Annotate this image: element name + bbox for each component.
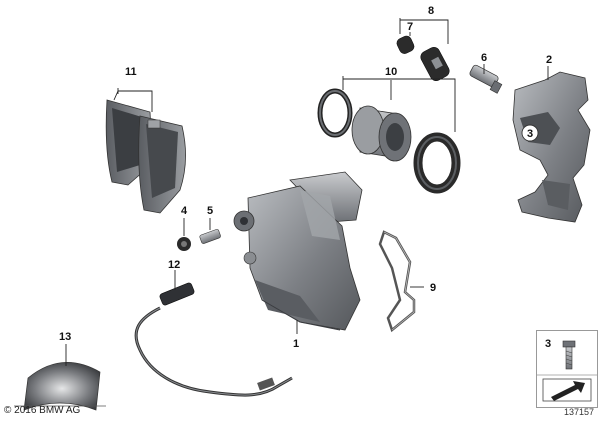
arrow-icon: [542, 378, 592, 402]
wear-sensor: [134, 282, 293, 397]
callout-4: 4: [181, 205, 188, 217]
callout-2: 2: [546, 54, 552, 66]
pad-retainer-spring: [378, 230, 416, 333]
callout-3-circled: 3: [527, 128, 533, 140]
callout-10: 10: [385, 66, 397, 78]
piston-seal-kit: [317, 88, 461, 194]
callout-6: 6: [481, 52, 487, 64]
diagram-id: 137157: [563, 407, 594, 417]
brake-caliper-housing: [233, 171, 363, 331]
grease-packet: [14, 362, 106, 411]
screw-icon: [562, 340, 576, 370]
leader-lines: [65, 18, 549, 366]
callout-1: 1: [293, 338, 299, 350]
protection-cap: [177, 237, 191, 251]
callout-8: 8: [428, 5, 434, 17]
copyright-text: © 2016 BMW AG: [4, 405, 81, 416]
callout-12: 12: [168, 259, 180, 271]
callout-numbers: 1 2 3 4 5 6 7 8 9 10 11 12 13: [59, 5, 552, 350]
bleeder-valve: [199, 229, 221, 244]
callout-11: 11: [125, 66, 137, 78]
guide-bolt: [469, 64, 503, 94]
legend-box: 3: [536, 330, 598, 408]
guide-bushing-set: [396, 35, 450, 82]
caliper-carrier: [512, 71, 591, 223]
callout-9: 9: [430, 282, 436, 294]
callout-5: 5: [207, 205, 213, 217]
brake-pad-set: [105, 99, 186, 214]
callout-13: 13: [59, 331, 71, 343]
callout-7: 7: [407, 21, 413, 33]
legend-number: 3: [545, 338, 551, 350]
